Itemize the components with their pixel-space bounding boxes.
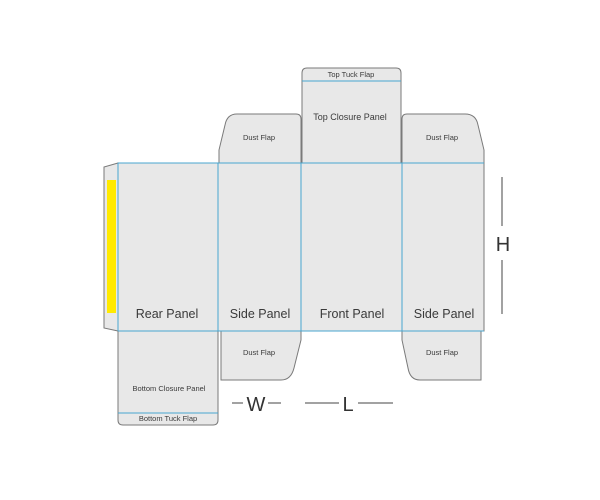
side-panel-right-label: Side Panel — [414, 307, 474, 321]
dust-flap-bottom-right — [401, 330, 482, 381]
dust-flap-bottom-right-label: Dust Flap — [426, 348, 458, 357]
length-dimension-label: L — [342, 394, 353, 416]
front-panel — [300, 162, 403, 332]
length-dimension: L — [305, 394, 393, 416]
dust-flap-top-left-label: Dust Flap — [243, 133, 275, 142]
dust-flap-top-right-label: Dust Flap — [426, 133, 458, 142]
dust-flap-top-right — [401, 113, 485, 164]
bottom-tuck-flap — [117, 412, 219, 426]
dust-flap-top-left — [218, 113, 302, 164]
top-tuck-flap — [301, 67, 402, 82]
width-dimension: W — [232, 394, 281, 416]
height-dimension: H — [496, 177, 510, 314]
side-panel-right — [401, 162, 485, 332]
top-closure-panel — [301, 80, 402, 164]
fold-lines — [117, 80, 484, 414]
top-closure-panel-label: Top Closure Panel — [313, 112, 387, 122]
dust-flap-bottom-left — [220, 330, 302, 381]
dust-flap-bottom-left-label: Dust Flap — [243, 348, 275, 357]
bottom-closure-panel-label: Bottom Closure Panel — [133, 384, 206, 393]
width-dimension-label: W — [247, 394, 266, 416]
side-panel-left-label: Side Panel — [230, 307, 290, 321]
height-dimension-label: H — [496, 234, 510, 256]
rear-panel — [117, 162, 219, 332]
glue-strip — [107, 180, 116, 313]
rear-panel-label: Rear Panel — [136, 307, 199, 321]
top-tuck-flap-label: Top Tuck Flap — [328, 70, 375, 79]
front-panel-label: Front Panel — [320, 307, 385, 321]
bottom-closure-panel — [117, 330, 219, 414]
bottom-tuck-flap-label: Bottom Tuck Flap — [139, 414, 197, 423]
side-panel-left — [217, 162, 302, 332]
